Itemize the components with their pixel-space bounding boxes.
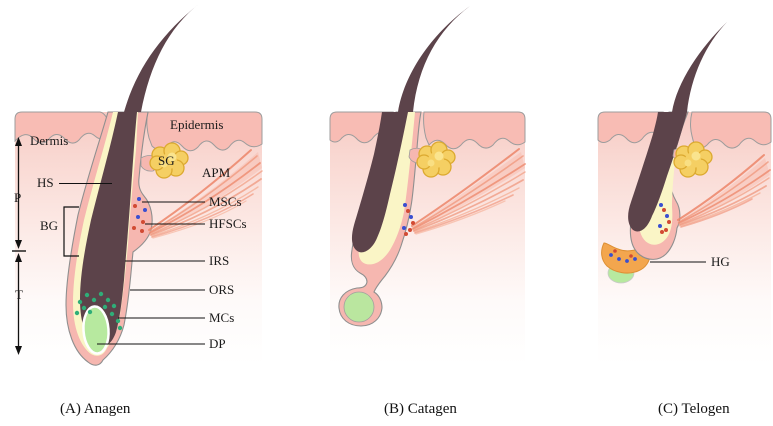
label-hair-follicle-stem-cells: HFSCs — [209, 216, 247, 231]
hfsc-dots — [132, 204, 145, 233]
hair-shaft-above-skin — [398, 6, 470, 112]
msc-dots — [136, 197, 147, 219]
label-melanocyte-stem-cells: MSCs — [209, 194, 242, 209]
sebaceous-gland — [672, 141, 713, 178]
permanent-temporary-axis — [12, 137, 26, 355]
club-hair — [628, 112, 687, 232]
label-melanocytes: MCs — [209, 310, 235, 325]
bulge-bracket — [63, 206, 79, 257]
label-bulge: BG — [40, 218, 59, 233]
label-hair-germ: HG — [711, 254, 730, 269]
hfsc-dots — [404, 209, 415, 236]
label-temporary-region: T — [15, 287, 23, 302]
caption-anagen: (A) Anagen — [60, 401, 131, 417]
label-epidermis: Epidermis — [170, 117, 224, 132]
label-arrector-pili-muscle: APM — [202, 165, 231, 180]
epidermis-right — [690, 111, 772, 149]
hair-shaft-above-skin — [124, 3, 200, 112]
label-dermal-papilla: DP — [209, 336, 226, 351]
label-hair-shaft: HS — [37, 175, 54, 190]
sebaceous-gland — [408, 141, 456, 178]
hair-shaft-above-skin — [672, 22, 727, 112]
epidermis-right — [423, 111, 526, 150]
msc-dots — [658, 203, 669, 228]
label-dermis: Dermis — [30, 133, 69, 148]
msc-dots — [402, 203, 413, 230]
panel-b-illustration — [329, 6, 526, 362]
caption-telogen: (C) Telogen — [658, 401, 730, 417]
sebaceous-gland — [140, 142, 189, 179]
label-sebaceous-gland: SG — [158, 153, 175, 168]
hair-shaft-bulb — [80, 112, 137, 348]
label-inner-root-sheath: IRS — [209, 253, 230, 268]
arrector-pili-muscle — [411, 148, 526, 235]
label-permanent-region: P — [14, 190, 22, 205]
caption-catagen: (B) Catagen — [384, 401, 457, 417]
melanocyte-dots — [74, 291, 123, 331]
label-lines — [59, 182, 205, 345]
arrector-pili-muscle — [677, 154, 771, 228]
dermal-papilla — [343, 291, 375, 323]
dermal-papilla — [82, 305, 110, 355]
panel-a-illustration — [12, 3, 263, 366]
epidermis-left — [14, 111, 112, 144]
label-outer-root-sheath: ORS — [209, 282, 235, 297]
panel-c-illustration — [597, 22, 772, 362]
arrector-pili-muscle — [148, 149, 263, 239]
club-hair — [351, 112, 408, 253]
hfsc-dots — [660, 208, 671, 234]
